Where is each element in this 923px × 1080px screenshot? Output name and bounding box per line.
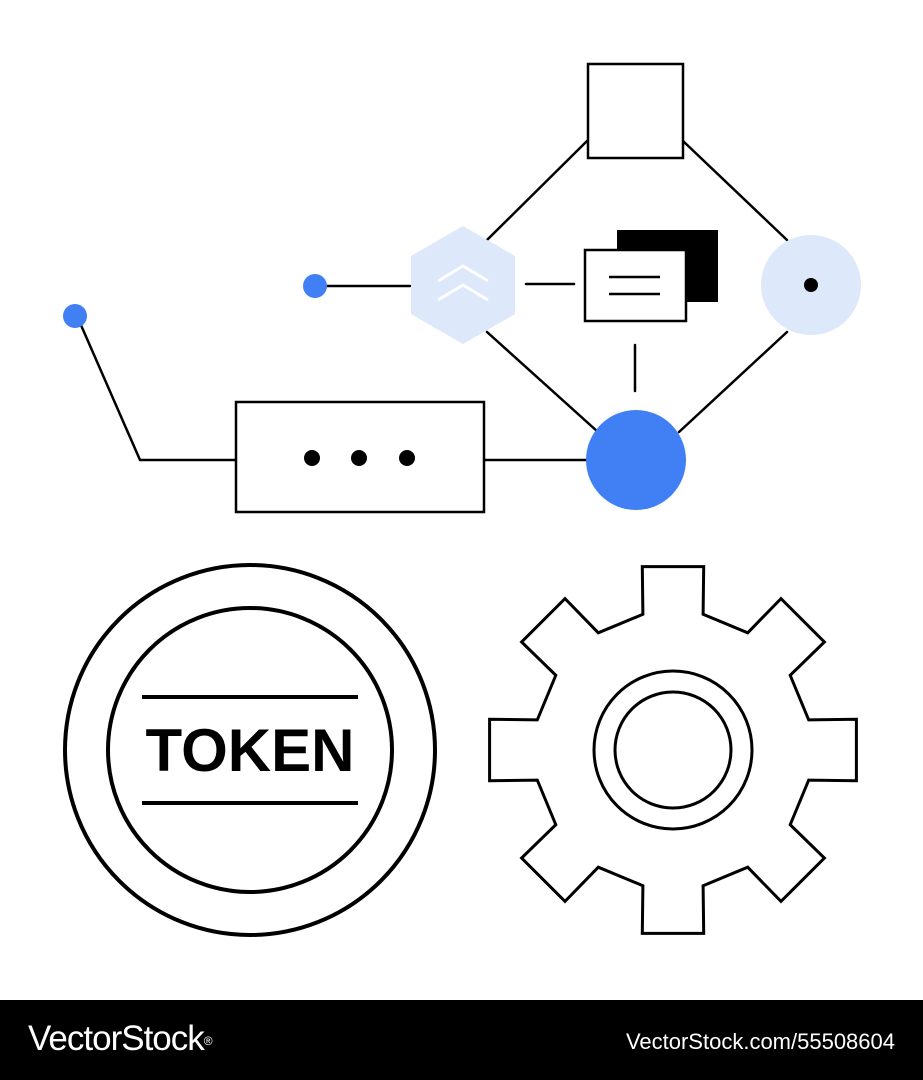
ellipsis-box-icon (234, 400, 486, 514)
token-label: TOKEN (146, 717, 355, 784)
brand-trademark: ® (203, 1034, 213, 1048)
edge-target-hub (677, 330, 789, 434)
token-coin-icon: TOKEN (63, 563, 437, 937)
brand-name: VectorStock (28, 1019, 205, 1058)
document-stack-icon (583, 230, 718, 323)
watermark-footer: VectorStock® VectorStock.com/55508604 (0, 1000, 923, 1080)
connector-dot-icon (63, 304, 87, 328)
edge-square-hexagon (485, 139, 589, 242)
edge-square-target (681, 139, 789, 242)
brand-logo: VectorStock® (28, 1019, 213, 1059)
hub-circle-icon (586, 410, 686, 510)
hexagon-chevron-up-icon (411, 226, 515, 344)
edge-hexagon-hub (485, 330, 600, 434)
empty-square-icon (586, 62, 685, 160)
network-token-illustration: TOKEN (63, 62, 861, 937)
image-id: VectorStock.com/55508604 (625, 1029, 895, 1054)
connector-dot-icon (303, 274, 327, 298)
edge-dot-box (75, 314, 238, 462)
target-dot-icon (761, 235, 861, 335)
gear-icon (488, 565, 858, 935)
